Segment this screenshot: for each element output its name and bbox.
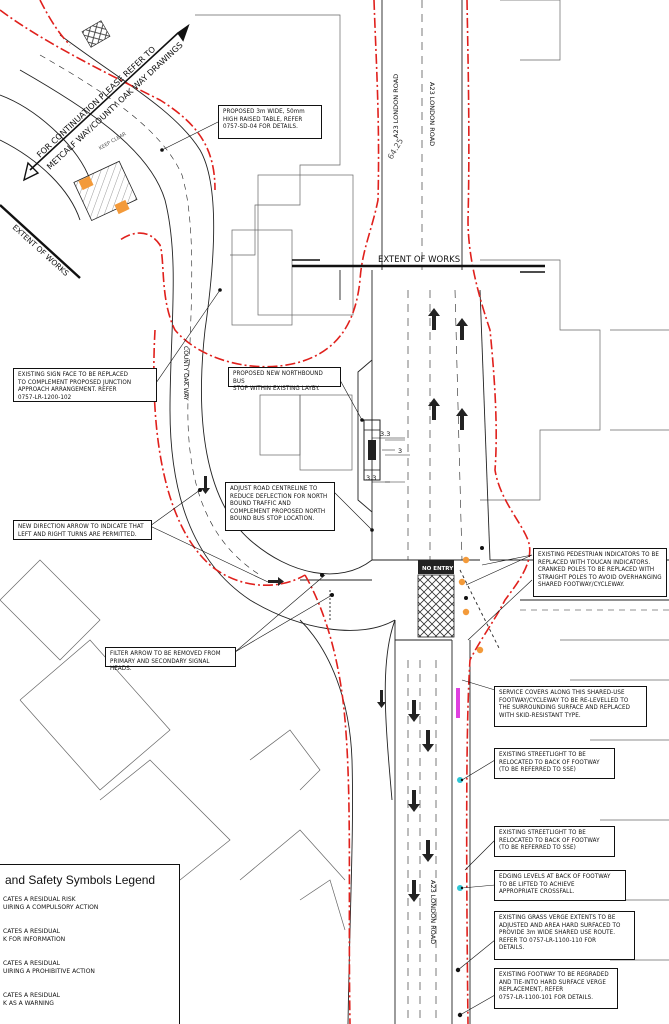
- note-service-covers: SERVICE COVERS ALONG THIS SHARED-USE FOO…: [494, 686, 647, 727]
- note-ped-indicators: EXISTING PEDESTRIAN INDICATORS TO BE REP…: [533, 548, 667, 597]
- label-keep-clear: KEEP CLEAR: [98, 131, 128, 152]
- dim-3-3-b: 3.3: [366, 474, 376, 482]
- dimension-lines: [372, 437, 405, 483]
- note-bus-stop: PROPOSED NEW NORTHBOUND BUS STOP WITHIN …: [228, 367, 341, 392]
- dim-3: 3: [398, 447, 402, 455]
- bus-stop-box: [363, 419, 381, 481]
- note-grass-verge: EXISTING GRASS VERGE EXTENTS TO BE ADJUS…: [494, 911, 635, 960]
- legend-item-compulsory: CATES A RESIDUAL RISK UIRING A COMPULSOR…: [3, 896, 99, 911]
- note-centreline: ADJUST ROAD CENTRELINE TO REDUCE DEFLECT…: [225, 482, 335, 531]
- note-filter-arrow: FILTER ARROW TO BE REMOVED FROM PRIMARY …: [105, 647, 236, 672]
- note-raised-table: PROPOSED 3m WIDE, 50mm HIGH RAISED TABLE…: [218, 105, 322, 139]
- note-edging: EDGING LEVELS AT BACK OF FOOTWAY TO BE L…: [494, 870, 626, 901]
- note-footway-regrade: EXISTING FOOTWAY TO BE REGRADED AND TIE-…: [494, 968, 618, 1009]
- legend-title: and Safety Symbols Legend: [5, 873, 156, 887]
- note-streetlight-2: EXISTING STREETLIGHT TO BE RELOCATED TO …: [494, 826, 615, 857]
- legend-item-prohibitive: CATES A RESIDUAL UIRING A PROHIBITIVE AC…: [3, 960, 95, 975]
- note-direction-arrow: NEW DIRECTION ARROW TO INDICATE THAT LEF…: [13, 520, 152, 540]
- label-level: 64.25: [386, 137, 405, 161]
- extent-bar-left: [0, 204, 81, 279]
- extent-bar-top: [292, 259, 545, 273]
- legend-item-information: CATES A RESIDUAL K FOR INFORMATION: [3, 928, 66, 943]
- safety-legend: and Safety Symbols Legend CATES A RESIDU…: [0, 864, 180, 1024]
- dim-3-3-a: 3.3: [380, 430, 390, 438]
- stair-hatch: [81, 20, 111, 48]
- label-extent-left: EXTENT OF WORKS: [11, 223, 71, 278]
- raised-table-orange-2: [114, 199, 130, 215]
- label-continuation-2: METCALF WAY/COUNTY OAK WAY DRAWINGS: [45, 40, 185, 172]
- streetlights: [455, 777, 464, 1018]
- raised-table-orange: [78, 175, 94, 191]
- junction-box-hatch: [417, 574, 455, 638]
- road-arrows: [201, 308, 468, 902]
- service-cover-marker: [456, 688, 460, 718]
- label-county-oak-way: COUNTY OAK WAY: [182, 346, 189, 401]
- raised-table-hatch: [73, 160, 138, 222]
- label-a23-top-2: A23 LONDON ROAD: [428, 82, 436, 146]
- continuation-arrow: [22, 23, 190, 182]
- bus-shelter: [368, 440, 376, 460]
- building-outlines: [0, 0, 669, 961]
- leader-lines: [149, 121, 533, 1016]
- label-no-entry: NO ENTRY: [422, 566, 454, 572]
- label-a23-top: A23 LONDON ROAD: [392, 74, 400, 138]
- no-entry-marking: [418, 560, 454, 574]
- legend-item-warning: CATES A RESIDUAL K AS A WARNING: [3, 992, 61, 1007]
- note-sign-face: EXISTING SIGN FACE TO BE REPLACED TO COM…: [13, 368, 157, 402]
- signal-heads: [458, 546, 484, 654]
- label-extent-top: EXTENT OF WORKS: [378, 255, 460, 265]
- note-streetlight-1: EXISTING STREETLIGHT TO BE RELOCATED TO …: [494, 748, 615, 779]
- label-a23-bottom: A23 LONDON ROAD: [429, 880, 437, 944]
